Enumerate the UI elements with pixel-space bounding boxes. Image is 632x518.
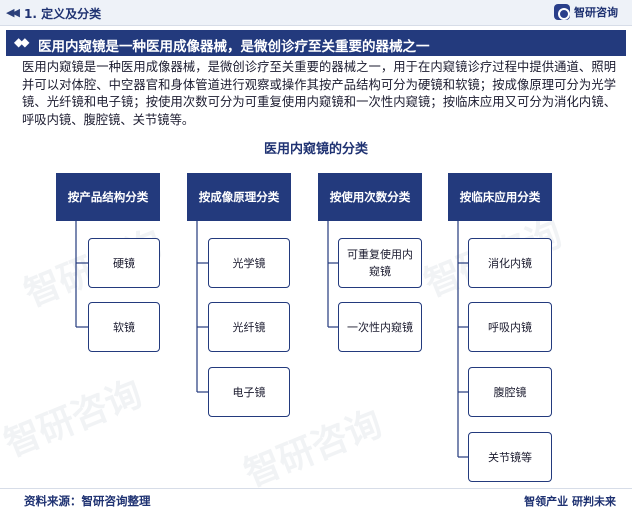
diagram-title: 医用内窥镜的分类 (263, 142, 368, 157)
category-head-clinical: 按临床应用分类 (448, 173, 552, 221)
leaf-electronic-scope: 电子镜 (208, 367, 290, 417)
leaf-arthroscope: 关节镜等 (468, 432, 552, 482)
leaf-laparoscope: 腹腔镜 (468, 367, 552, 417)
brand-name: 智研咨询 (574, 6, 618, 19)
banner-title: 医用内窥镜是一种医用成像器械，是微创诊疗至关重要的器械之一 (38, 39, 430, 55)
source-note: 资料来源：智研咨询整理 (24, 494, 151, 508)
leaf-optical-scope: 光学镜 (208, 238, 290, 288)
arrow-left-double-icon: ◆◆ (14, 35, 30, 49)
leaf-digestive-endoscope: 消化内镜 (468, 238, 552, 288)
category-head-imaging: 按成像原理分类 (187, 173, 291, 221)
leaf-respiratory-endoscope: 呼吸内镜 (468, 302, 552, 352)
brand-logo-icon (554, 4, 570, 20)
section-title: 1. 定义及分类 (24, 7, 102, 21)
category-head-usage: 按使用次数分类 (318, 173, 422, 221)
leaf-fiber-scope: 光纤镜 (208, 302, 290, 352)
intro-paragraph: 医用内窥镜是一种医用成像器械，是微创诊疗至关重要的器械之一，用于在内窥镜诊疗过程… (22, 60, 616, 127)
chevron-double-left-icon: ◀◀ (6, 6, 20, 19)
headline-banner: ◆◆ 医用内窥镜是一种医用成像器械，是微创诊疗至关重要的器械之一 (6, 30, 626, 56)
leaf-flexible-scope: 软镜 (88, 302, 160, 352)
leaf-reusable-endoscope: 可重复使用内窥镜 (338, 238, 422, 288)
brand: 智研咨询 (554, 4, 618, 20)
footer-divider (0, 488, 632, 489)
leaf-disposable-endoscope: 一次性内窥镜 (338, 302, 422, 352)
top-bar: ◀◀ 1. 定义及分类 智研咨询 (0, 0, 632, 26)
footer-brand-slogan: 智领产业 研判未来 (524, 495, 616, 508)
leaf-rigid-scope: 硬镜 (88, 238, 160, 288)
watermark: 智研咨询 (0, 373, 148, 466)
category-head-structure: 按产品结构分类 (56, 173, 160, 221)
